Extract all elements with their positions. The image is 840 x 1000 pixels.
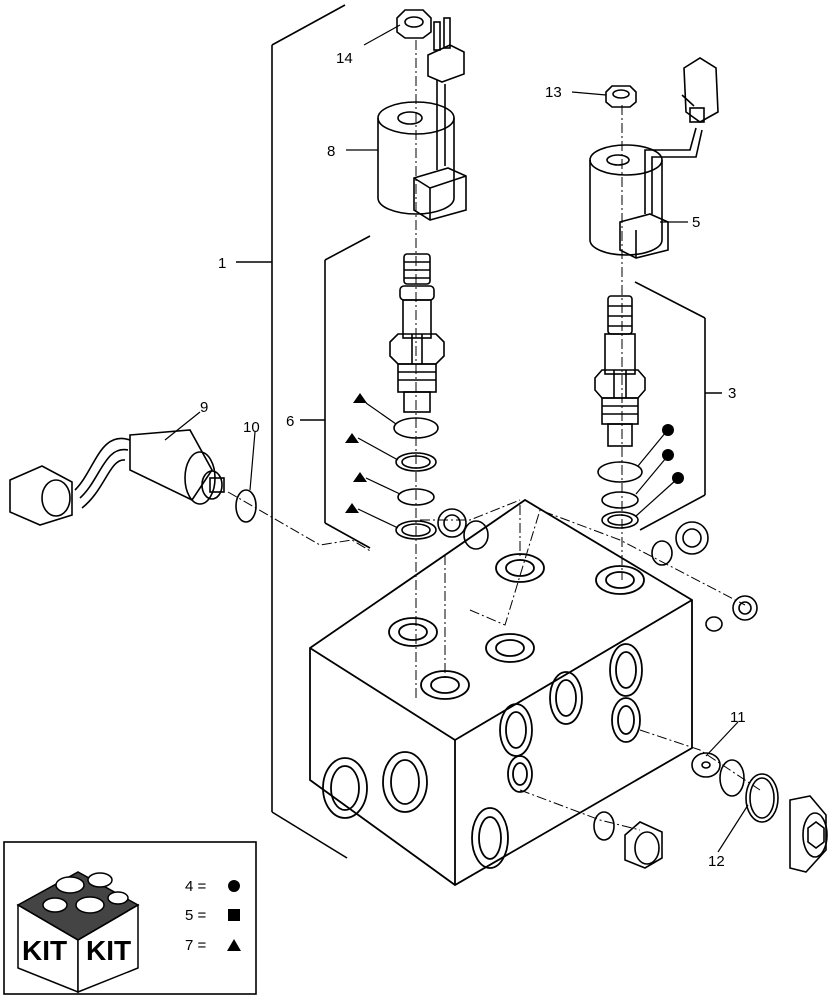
assembly-bracket-1 [236,4,348,859]
seal-stack-left [393,417,439,540]
callout-13: 13 [545,84,562,101]
kit-markers [345,393,684,513]
cartridge-valve-right [594,295,646,447]
solenoid-coil-5 [589,57,719,259]
valve-block [309,498,693,887]
triangle-marker [345,433,359,443]
center-lines [227,40,761,831]
triangle-marker [353,393,367,403]
legend-triangle-icon [227,939,241,951]
kit-box-illustration [16,871,140,994]
kit-box-label-left: KIT [22,935,67,966]
plug-assembly-11-12 [691,752,828,873]
assembly-bracket-3 [634,281,722,531]
seal-10 [235,489,257,523]
callout-11: 11 [730,709,746,726]
triangle-marker [353,472,367,482]
callout-9: 9 [200,399,208,416]
pressure-sensor-9 [9,429,225,526]
callout-1: 1 [218,255,226,272]
legend-square-icon [228,909,240,921]
callout-3: 3 [728,385,736,402]
triangle-marker [345,503,359,513]
callout-10: 10 [243,419,260,436]
assembly-bracket-6 [300,235,371,549]
leader-lines [164,24,749,853]
legend-label-4: 4 = [185,878,207,895]
circle-marker [662,449,674,461]
circle-marker [672,472,684,484]
nut-13 [605,85,637,108]
plug-right-top [651,521,709,566]
solenoid-coil-8 [377,17,467,221]
callout-14: 14 [336,50,353,67]
seal-stack-right [597,461,643,529]
plug-left-top [437,508,489,550]
callout-labels: 14 13 8 5 1 3 6 9 10 11 12 [200,50,746,870]
cartridge-valve-left [389,253,445,413]
kit-box-label-right: KIT [86,935,131,966]
callout-12: 12 [708,853,725,870]
callout-5: 5 [692,214,700,231]
legend-label-7: 7 = [185,937,207,954]
kit-legend-panel: KIT KIT 4 = 5 = 7 = [3,841,257,995]
legend-label-5: 5 = [185,907,207,924]
plug-bottom [593,811,663,869]
legend-circle-icon [228,880,240,892]
callout-6: 6 [286,413,294,430]
plug-right-side [705,595,758,632]
nut-14 [396,9,432,39]
circle-marker [662,424,674,436]
callout-8: 8 [327,143,335,160]
